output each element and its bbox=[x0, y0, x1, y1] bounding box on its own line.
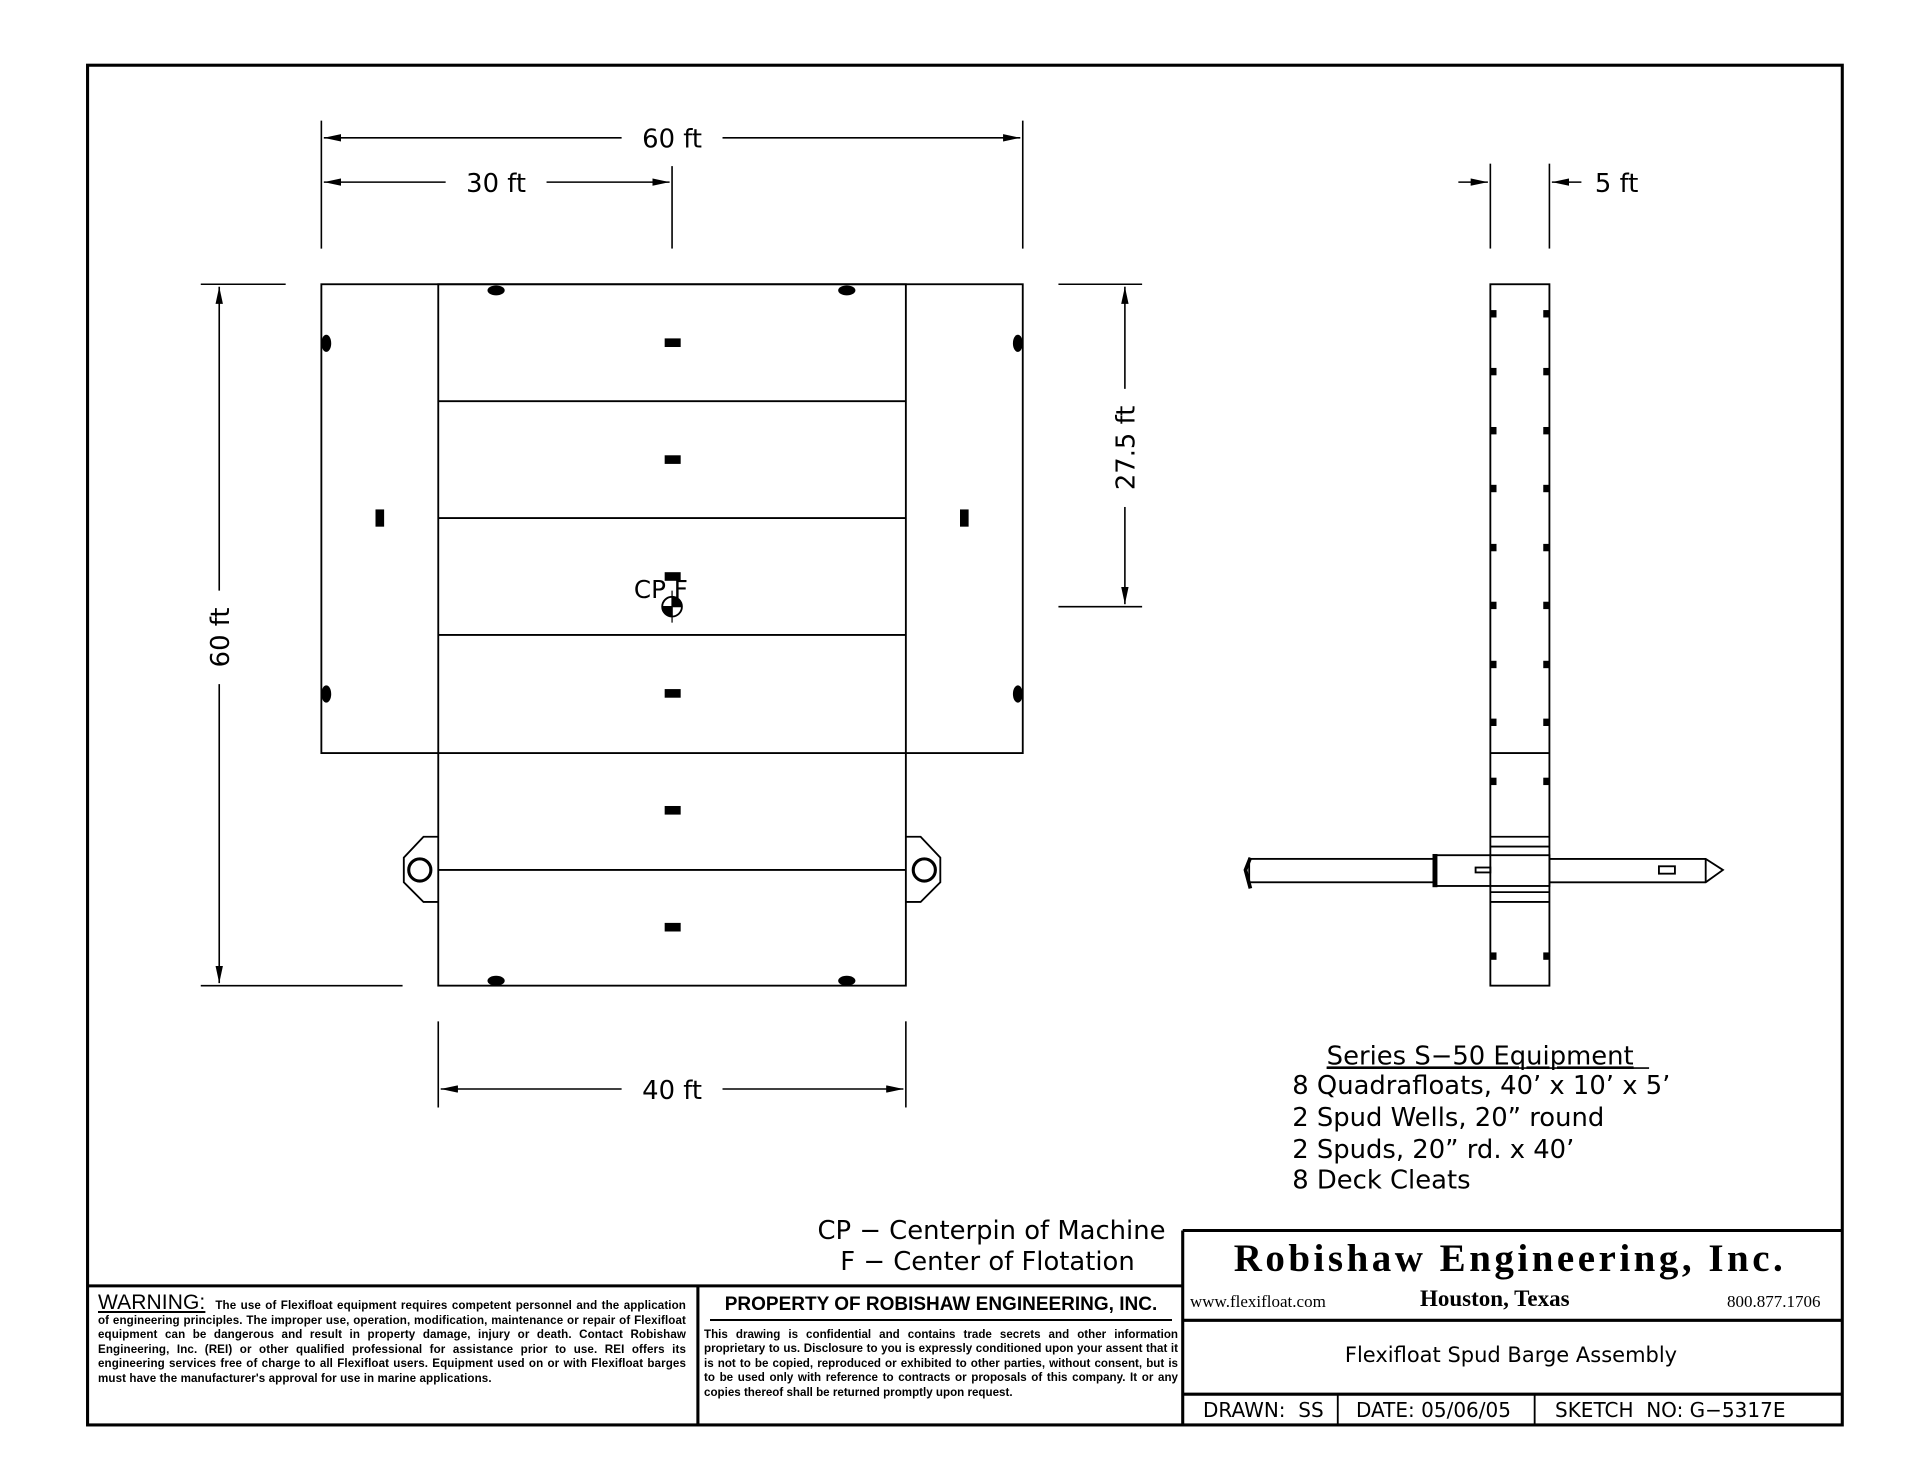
company-name: Robishaw Engineering, Inc. bbox=[1233, 1237, 1787, 1280]
spud-icon bbox=[1243, 853, 1725, 889]
cp-f-label: CP F bbox=[634, 575, 688, 604]
sketch-number: SKETCH NO: G−5317E bbox=[1555, 1398, 1786, 1422]
company-phone: 800.877.1706 bbox=[1727, 1292, 1821, 1311]
dim-stern-width: 40 ft bbox=[642, 1076, 702, 1106]
equipment-item: 2 Spud Wells, 20” round bbox=[1292, 1103, 1604, 1133]
spud-well-icon bbox=[402, 835, 439, 903]
dim-depth: 5 ft bbox=[1595, 169, 1638, 199]
dim-overall-length: 60 ft bbox=[206, 607, 236, 667]
warning-notice: WARNING:The use of Flexifloat equipment … bbox=[98, 1292, 686, 1387]
company-website: www.flexifloat.com bbox=[1190, 1292, 1326, 1311]
legend-cp: CP − Centerpin of Machine bbox=[818, 1216, 1166, 1246]
dim-spud-offset: 27.5 ft bbox=[1112, 406, 1142, 490]
dim-half-width: 30 ft bbox=[466, 169, 526, 199]
side-view-fittings bbox=[1490, 310, 1550, 960]
centerpin-icon bbox=[661, 590, 683, 623]
equipment-title: Series S−50 Equipment bbox=[1327, 1041, 1634, 1071]
deck-fittings bbox=[321, 285, 1023, 986]
equipment-item: 8 Quadrafloats, 40’ x 10’ x 5’ bbox=[1292, 1071, 1670, 1101]
sheet-border bbox=[86, 63, 1844, 1427]
property-notice: This drawing is confidential and contain… bbox=[704, 1328, 1178, 1399]
drawing-date: DATE: 05/06/05 bbox=[1356, 1398, 1511, 1422]
equipment-item: 2 Spuds, 20” rd. x 40’ bbox=[1292, 1135, 1574, 1165]
drawn-by: DRAWN: SS bbox=[1203, 1398, 1324, 1422]
dim-overall-width: 60 ft bbox=[642, 125, 702, 155]
spud-well-icon bbox=[905, 835, 942, 903]
plan-view bbox=[320, 283, 1024, 987]
property-heading: PROPERTY OF ROBISHAW ENGINEERING, INC. bbox=[710, 1294, 1172, 1321]
warning-text: The use of Flexifloat equipment requires… bbox=[98, 1299, 686, 1385]
warning-label: WARNING: bbox=[98, 1291, 206, 1314]
legend-f: F − Center of Flotation bbox=[840, 1247, 1134, 1277]
drawing-title: Flexifloat Spud Barge Assembly bbox=[1344, 1343, 1678, 1367]
company-location: Houston, Texas bbox=[1420, 1286, 1570, 1311]
side-view bbox=[1489, 283, 1551, 987]
title-block-frame bbox=[87, 1228, 1843, 1425]
equipment-item: 8 Deck Cleats bbox=[1292, 1166, 1470, 1196]
